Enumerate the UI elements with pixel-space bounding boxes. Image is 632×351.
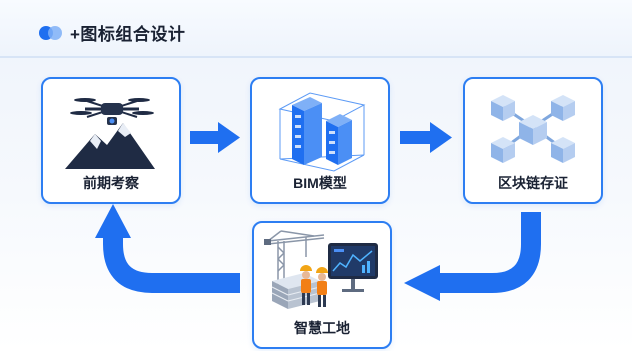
header-bar: +图标组合设计 xyxy=(0,0,632,58)
arrow-right-icon xyxy=(190,122,240,153)
cube-icon xyxy=(491,137,515,163)
step-label-site: 智慧工地 xyxy=(294,320,350,336)
curved-arrow-up-left-icon xyxy=(95,204,240,293)
step-card-survey[interactable]: 前期考察 xyxy=(41,77,181,204)
step-label-survey: 前期考察 xyxy=(83,175,139,191)
page-title: +图标组合设计 xyxy=(70,25,186,44)
step-label-chain: 区块链存证 xyxy=(498,175,568,191)
cube-icon xyxy=(551,95,575,121)
step-label-bim: BIM模型 xyxy=(293,175,347,191)
construction-site-icon xyxy=(264,230,378,309)
step-card-chain[interactable]: 区块链存证 xyxy=(463,77,603,204)
blockchain-cubes-icon xyxy=(491,95,575,163)
worker-icon xyxy=(316,267,328,307)
step-card-bim[interactable]: BIM模型 xyxy=(250,77,390,204)
drone-mountain-icon xyxy=(65,98,155,169)
arrow-right-icon xyxy=(400,122,452,153)
curved-arrow-down-left-icon xyxy=(404,212,541,301)
cube-icon xyxy=(519,115,547,145)
cube-icon xyxy=(551,137,575,163)
worker-icon xyxy=(300,265,312,305)
cube-icon xyxy=(491,95,515,121)
step-card-site[interactable]: 智慧工地 xyxy=(252,221,392,349)
blue-double-circle-icon xyxy=(39,26,62,40)
building-wireframe-icon xyxy=(278,92,366,172)
